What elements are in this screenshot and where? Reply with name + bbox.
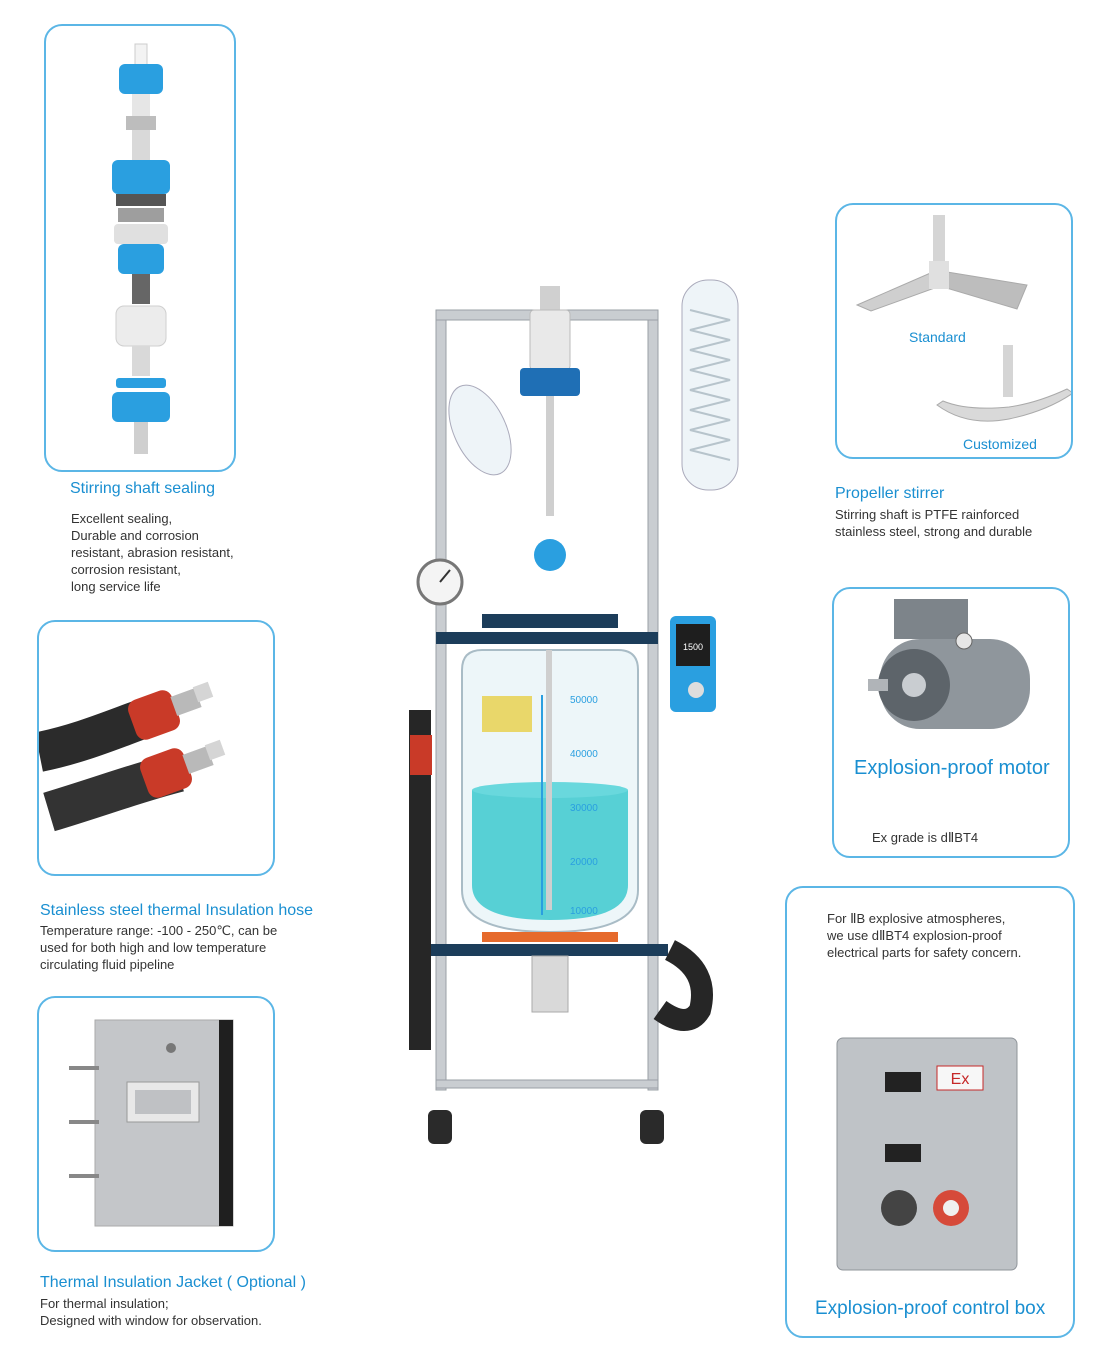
desc-line: we use dⅡBT4 explosion-proof xyxy=(827,928,1002,943)
desc-line: For ⅡB explosive atmospheres, xyxy=(827,911,1006,926)
scale-mark: 10000 xyxy=(570,906,598,917)
shaft-sealing-image xyxy=(112,43,170,454)
ex-label: Ex xyxy=(951,1071,970,1088)
desc-line: electrical parts for safety concern. xyxy=(827,945,1022,960)
desc-line: Stirring shaft is PTFE rainforced xyxy=(835,507,1020,522)
desc-line: Excellent sealing, xyxy=(71,511,173,526)
shaft-sealing-description: Excellent sealing, Durable and corrosion… xyxy=(71,510,234,595)
desc-line: Temperature range: -100 - 250℃, can be xyxy=(40,923,278,938)
insulation-jacket-image xyxy=(69,1019,234,1227)
control-box-card: For ⅡB explosive atmospheres, we use dⅡB… xyxy=(785,886,1075,1338)
shaft-sealing-card xyxy=(44,24,236,472)
desc-line: used for both high and low temperature xyxy=(40,940,267,955)
insulation-jacket-card xyxy=(37,996,275,1252)
desc-line: circulating fluid pipeline xyxy=(40,957,175,972)
insulation-jacket-title: Thermal Insulation Jacket ( Optional ) xyxy=(40,1274,306,1291)
motor-grade: Ex grade is dⅡBT4 xyxy=(872,830,979,845)
propeller-standard-label: Standard xyxy=(909,329,966,345)
insulation-hose-card xyxy=(37,620,275,876)
desc-line: For thermal insulation; xyxy=(40,1296,169,1311)
desc-line: long service life xyxy=(71,579,161,594)
propeller-stirrer-title: Propeller stirrer xyxy=(835,485,945,502)
propeller-customized-label: Customized xyxy=(963,436,1037,452)
desc-line: corrosion resistant, xyxy=(71,562,181,577)
insulation-jacket-description: For thermal insulation; Designed with wi… xyxy=(40,1295,262,1329)
desc-line: stainless steel, strong and durable xyxy=(835,524,1033,539)
desc-line: Designed with window for observation. xyxy=(40,1313,262,1328)
motor-card: Explosion-proof motor Ex grade is dⅡBT4 xyxy=(832,587,1070,858)
insulation-hose-description: Temperature range: -100 - 250℃, can be u… xyxy=(40,922,277,973)
motor-title: Explosion-proof motor xyxy=(854,757,1050,779)
desc-line: Durable and corrosion xyxy=(71,528,199,543)
propeller-standard-image xyxy=(855,215,1071,422)
propeller-stirrer-card: Standard Customized xyxy=(835,203,1073,459)
control-box-description: For ⅡB explosive atmospheres, we use dⅡB… xyxy=(827,910,1021,961)
scale-mark: 30000 xyxy=(570,803,598,814)
explosion-proof-motor-image xyxy=(868,599,1030,729)
insulation-hose-title: Stainless steel thermal Insulation hose xyxy=(40,902,314,919)
desc-line: resistant, abrasion resistant, xyxy=(71,545,234,560)
scale-mark: 50000 xyxy=(570,695,598,706)
glass-reactor-image: 1500 50000 40000 30000 20000 10000 xyxy=(409,279,739,1144)
scale-mark: 20000 xyxy=(570,857,598,868)
scale-mark: 40000 xyxy=(570,749,598,760)
shaft-sealing-title: Stirring shaft sealing xyxy=(70,480,215,497)
control-box-title: Explosion-proof control box xyxy=(815,1298,1046,1319)
insulation-hose-image xyxy=(39,681,226,832)
controller-display: 1500 xyxy=(683,642,703,652)
propeller-stirrer-description: Stirring shaft is PTFE rainforced stainl… xyxy=(835,506,1032,540)
explosion-proof-box-image: Ex xyxy=(836,1037,1018,1271)
